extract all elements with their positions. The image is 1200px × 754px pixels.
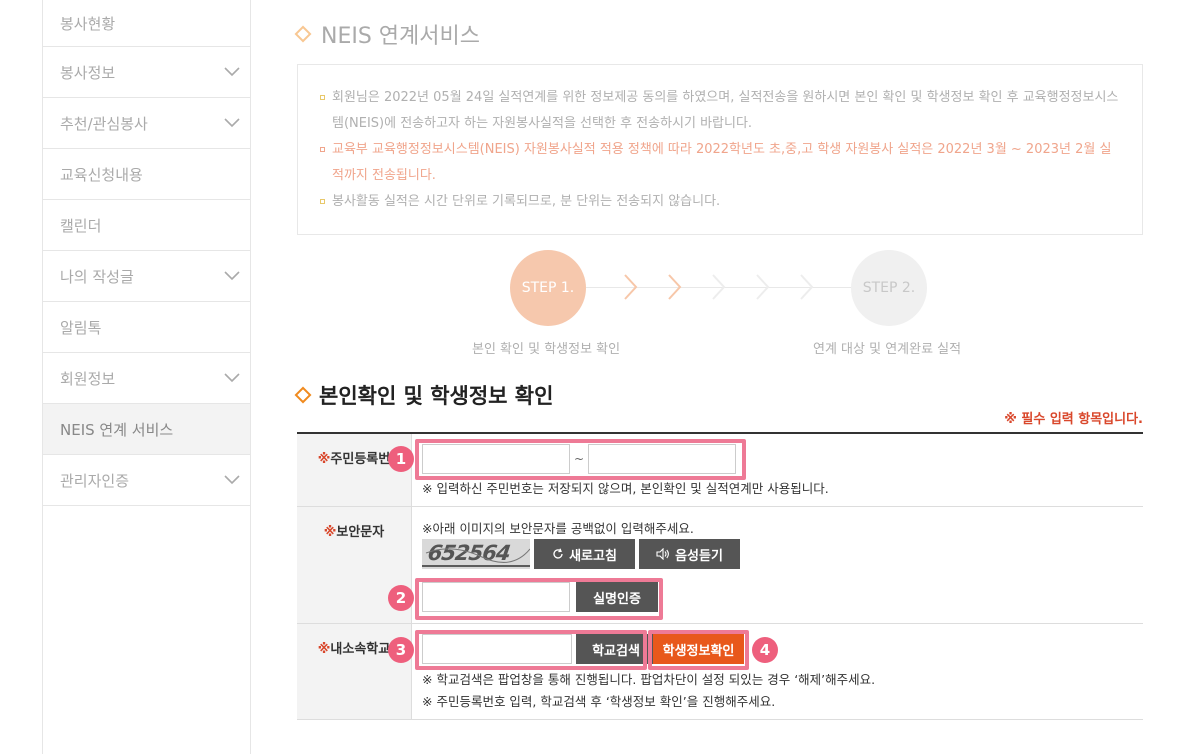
rrn-row: ※주민등록번 ~ ※ 입력하신 주민번호는 저장되지 않으며, 본인확인 및 실…: [297, 434, 1143, 507]
sidebar-item-alimtalk[interactable]: 알림톡: [43, 302, 250, 353]
sidebar-item-label: 알림톡: [60, 318, 102, 337]
captcha-audio-button[interactable]: 음성듣기: [639, 539, 740, 569]
sidebar-item-label: NEIS 연계 서비스: [60, 420, 174, 439]
notice-item: 회원님은 2022년 05월 24일 실적연계를 위한 정보제공 동의를 하였으…: [318, 85, 1122, 137]
sidebar-item-neis[interactable]: NEIS 연계 서비스: [43, 404, 250, 455]
captcha-image: 652564: [422, 539, 530, 569]
required-note: ※ 필수 입력 항목입니다.: [1004, 412, 1143, 427]
step-connector-line: [586, 287, 851, 288]
sidebar-item-member-info[interactable]: 회원정보: [43, 353, 250, 404]
sidebar-item-volunteer-info[interactable]: 봉사정보: [43, 47, 250, 98]
section-title-text: 본인확인 및 학생정보 확인: [319, 384, 554, 408]
refresh-label: 새로고침: [569, 547, 617, 563]
chevron-right-icon: [712, 274, 726, 300]
captcha-instruction: ※아래 이미지의 보안문자를 공백없이 입력해주세요.: [422, 521, 694, 536]
school-search-button[interactable]: 학교검색: [576, 634, 656, 664]
annotation-badge-2: 2: [388, 585, 414, 611]
chevron-down-icon: [214, 470, 250, 490]
required-mark: ※: [317, 452, 331, 467]
real-name-verify-button[interactable]: 실명인증: [576, 582, 658, 612]
annotation-box-1: [415, 439, 746, 480]
captcha-noise: [422, 548, 530, 567]
notice-item-highlight: 교육부 교육행정정보시스템(NEIS) 자원봉사실적 적용 정책에 따라 202…: [318, 137, 1122, 189]
annotation-box-2: [415, 578, 663, 620]
sidebar: 봉사현황 봉사정보 추천/관심봉사 교육신청내용 캘린더 나의 작성글 알림톡 …: [42, 0, 251, 754]
chevron-right-icon: [668, 274, 682, 300]
chevron-down-icon: [214, 62, 250, 82]
annotation-box-4: [648, 630, 749, 670]
security-label: 보안문자: [336, 525, 385, 540]
step-2-indicator: STEP 2.: [851, 250, 927, 326]
sidebar-item-label: 봉사정보: [60, 63, 116, 82]
chevron-down-icon: [214, 113, 250, 133]
school-field-cell: 학교검색 학생정보확인 ※ 학교검색은 팝업창을 통해 진행됩니다. 팝업차단이…: [412, 624, 1143, 719]
school-input[interactable]: [422, 634, 572, 664]
security-row: ※보안문자 ※아래 이미지의 보안문자를 공백없이 입력해주세요. 652564…: [297, 507, 1143, 624]
sidebar-item-education[interactable]: 교육신청내용: [43, 149, 250, 200]
rrn-note: ※ 입력하신 주민번호는 저장되지 않으며, 본인확인 및 실적연계만 사용됩니…: [422, 481, 829, 496]
step-1-label: STEP 1.: [521, 280, 575, 296]
diamond-bullet-icon: [294, 25, 312, 43]
school-row: ※내소속학교 학교검색 학생정보확인 ※ 학교검색은 팝업창을 통해 진행됩니다…: [297, 624, 1143, 720]
rrn-label: 주민등록번: [330, 452, 391, 467]
captcha-refresh-button[interactable]: 새로고침: [534, 539, 635, 569]
page-title: NEIS 연계서비스: [294, 18, 481, 50]
confirm-label: 학생정보확인: [662, 642, 735, 658]
school-note-1: ※ 학교검색은 팝업창을 통해 진행됩니다. 팝업차단이 설정 되있는 경우 ‘…: [422, 672, 876, 687]
page-title-text: NEIS 연계서비스: [321, 24, 481, 49]
rrn-back-input[interactable]: [588, 444, 737, 474]
rrn-separator: ~: [574, 452, 585, 466]
refresh-icon: [553, 548, 563, 559]
sidebar-item-label: 회원정보: [60, 369, 116, 388]
school-note-2: ※ 주민등록번호 입력, 학교검색 후 ‘학생정보 확인’을 진행해주세요.: [422, 694, 776, 709]
sidebar-item-label: 나의 작성글: [60, 267, 134, 286]
sidebar-item-admin-auth[interactable]: 관리자인증: [43, 455, 250, 506]
sidebar-item-volunteer-status[interactable]: 봉사현황: [43, 0, 250, 47]
verification-form: ※주민등록번 ~ ※ 입력하신 주민번호는 저장되지 않으며, 본인확인 및 실…: [297, 432, 1143, 720]
rrn-front-input[interactable]: [422, 444, 570, 474]
notice-box: 회원님은 2022년 05월 24일 실적연계를 위한 정보제공 동의를 하였으…: [297, 64, 1143, 235]
annotation-badge-3: 3: [388, 637, 414, 663]
sidebar-item-label: 캘린더: [60, 216, 102, 235]
annotation-badge-4: 4: [752, 637, 778, 663]
sidebar-item-label: 봉사현황: [60, 14, 116, 33]
student-info-confirm-button[interactable]: 학생정보확인: [653, 634, 744, 664]
sidebar-item-recommended[interactable]: 추천/관심봉사: [43, 98, 250, 149]
audio-label: 음성듣기: [675, 547, 723, 563]
step-2-label: STEP 2.: [862, 280, 916, 296]
captcha-input[interactable]: [422, 582, 570, 612]
school-label: 내소속학교: [330, 642, 391, 657]
sidebar-item-my-posts[interactable]: 나의 작성글: [43, 251, 250, 302]
sidebar-item-label: 추천/관심봉사: [60, 114, 148, 133]
step-1-indicator: STEP 1.: [510, 250, 586, 326]
chevron-right-icon: [800, 274, 814, 300]
rrn-label-cell: ※주민등록번: [297, 434, 412, 506]
required-mark: ※: [323, 525, 337, 540]
sidebar-item-calendar[interactable]: 캘린더: [43, 200, 250, 251]
required-mark: ※: [317, 642, 331, 657]
notice-item: 봉사활동 실적은 시간 단위로 기록되므로, 분 단위는 전송되지 않습니다.: [318, 189, 1122, 215]
security-field-cell: ※아래 이미지의 보안문자를 공백없이 입력해주세요. 652564 새로고침 …: [412, 507, 1143, 623]
section-title: 본인확인 및 학생정보 확인: [294, 380, 554, 410]
diamond-bullet-icon: [294, 386, 312, 404]
verify-label: 실명인증: [593, 590, 641, 606]
speaker-icon: [656, 548, 670, 560]
chevron-right-icon: [624, 274, 638, 300]
chevron-down-icon: [214, 368, 250, 388]
annotation-box-3: [415, 630, 647, 670]
school-search-label: 학교검색: [592, 642, 640, 658]
chevron-right-icon: [756, 274, 770, 300]
chevron-down-icon: [214, 266, 250, 286]
sidebar-item-label: 교육신청내용: [60, 165, 143, 184]
annotation-badge-1: 1: [388, 446, 414, 472]
step-2-caption: 연계 대상 및 연계완료 실적: [813, 342, 962, 357]
step-1-caption: 본인 확인 및 학생정보 확인: [472, 342, 621, 357]
sidebar-item-label: 관리자인증: [60, 471, 130, 490]
rrn-field-cell: ~ ※ 입력하신 주민번호는 저장되지 않으며, 본인확인 및 실적연계만 사용…: [412, 434, 1143, 506]
